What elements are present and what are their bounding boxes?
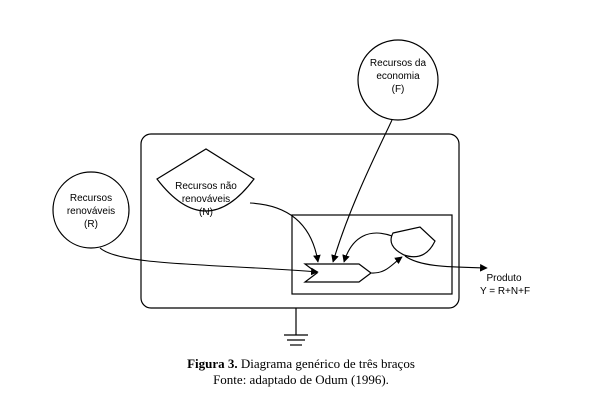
flow-economy-to-interaction <box>331 119 393 263</box>
flow-renewable-to-interaction <box>99 247 319 276</box>
nonrenewable-label-line3: (N) <box>199 207 213 218</box>
flow-nonrenewable-to-interaction <box>249 202 321 263</box>
interaction-symbol <box>303 263 372 283</box>
flow-feedback-to-interaction <box>342 232 393 263</box>
production-subsystem <box>291 214 453 295</box>
flow-interaction-to-producer <box>370 256 403 274</box>
renewable-label-line3: (R) <box>84 219 98 230</box>
renewable-source-circle <box>52 171 130 249</box>
economy-source-circle <box>357 39 439 121</box>
nonrenewable-label-line1: Recursos não <box>175 181 237 192</box>
system-boundary <box>140 133 460 309</box>
renewable-label-line1: Recursos <box>70 193 112 204</box>
output-label-line1: Produto <box>486 273 521 284</box>
flow-producer-to-output <box>404 255 488 272</box>
economy-label-line1: Recursos da <box>370 58 427 69</box>
figure-source: Fonte: adaptado de Odum (1996). <box>213 372 389 387</box>
economy-label-line3: (F) <box>392 84 405 95</box>
heat-sink-icon <box>284 308 308 346</box>
producer-shape <box>390 226 436 258</box>
economy-label-line2: economia <box>376 71 420 82</box>
nonrenewable-label-line2: renováveis <box>182 194 230 205</box>
nonrenewable-storage-tank <box>156 148 255 212</box>
figure-title: Diagrama genérico de três braços <box>237 356 415 371</box>
figure-label: Figura 3. <box>187 356 238 371</box>
renewable-label-line2: renováveis <box>67 206 115 217</box>
output-label-line2: Y = R+N+F <box>480 286 530 297</box>
figure-caption: Figura 3. Diagrama genérico de três braç… <box>0 356 602 371</box>
